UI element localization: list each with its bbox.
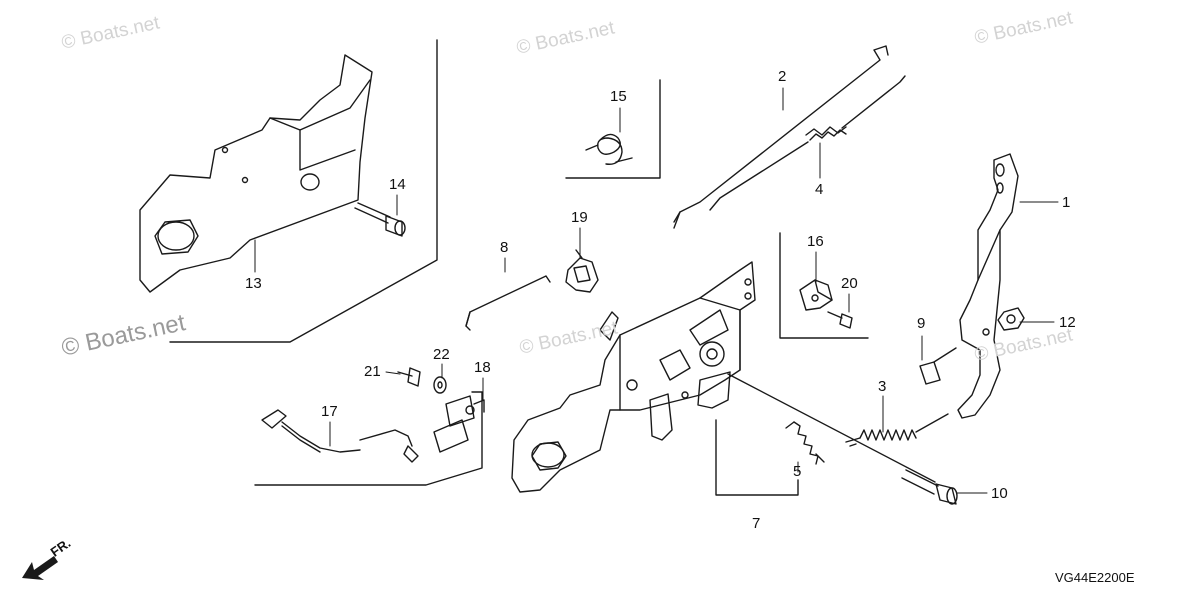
part-3-long-spring [845, 413, 949, 447]
callout-16[interactable]: 16 [807, 233, 824, 250]
part-22-washer [433, 376, 447, 394]
callout-20[interactable]: 20 [841, 275, 858, 292]
group-border-16-20 [779, 232, 869, 339]
callout-12[interactable]: 12 [1059, 314, 1076, 331]
callout-15[interactable]: 15 [610, 88, 627, 105]
callout-8[interactable]: 8 [500, 239, 509, 256]
part-15-torsion-spring [585, 133, 633, 165]
callout-1[interactable]: 1 [1062, 194, 1071, 211]
part-20-screw [827, 311, 853, 329]
callout-19[interactable]: 19 [571, 209, 588, 226]
part-19-clamp [565, 249, 599, 293]
callout-2[interactable]: 2 [778, 68, 787, 85]
fr-direction-arrow [22, 556, 58, 580]
part-9-clip [919, 347, 957, 385]
group-border-15 [565, 79, 661, 179]
callout-17[interactable]: 17 [321, 403, 338, 420]
callout-18[interactable]: 18 [474, 359, 491, 376]
callout-14[interactable]: 14 [389, 176, 406, 193]
callout-13[interactable]: 13 [245, 275, 262, 292]
part-1-lever [957, 153, 1019, 419]
part-16-bracket [799, 279, 833, 311]
callout-5[interactable]: 5 [793, 463, 802, 480]
group-border-13-14 [169, 39, 438, 343]
callout-21[interactable]: 21 [364, 363, 381, 380]
part-2-rod [673, 45, 889, 229]
callout-3[interactable]: 3 [878, 378, 887, 395]
leader-lines [254, 87, 1059, 494]
diagram-code: VG44E2200E [1055, 570, 1135, 585]
part-5-short-spring [785, 421, 825, 465]
part-21-screw [397, 367, 421, 387]
part-10-bolt [727, 373, 958, 505]
callout-9[interactable]: 9 [917, 315, 926, 332]
part-8-wire-link [465, 275, 551, 331]
group-border-17-22 [254, 391, 483, 486]
callout-10[interactable]: 10 [991, 485, 1008, 502]
callout-22[interactable]: 22 [433, 346, 450, 363]
callout-7[interactable]: 7 [752, 515, 761, 532]
part-4-rod-spring [709, 75, 906, 211]
callout-4[interactable]: 4 [815, 181, 824, 198]
part-13-shield-plate [139, 54, 373, 293]
part-18-switch [433, 395, 485, 453]
bracket-7 [715, 419, 799, 496]
part-12-nut [997, 307, 1025, 331]
part-14-bolt [354, 202, 406, 237]
part-17-wire [261, 409, 419, 463]
part-7-control-plate [511, 261, 756, 493]
